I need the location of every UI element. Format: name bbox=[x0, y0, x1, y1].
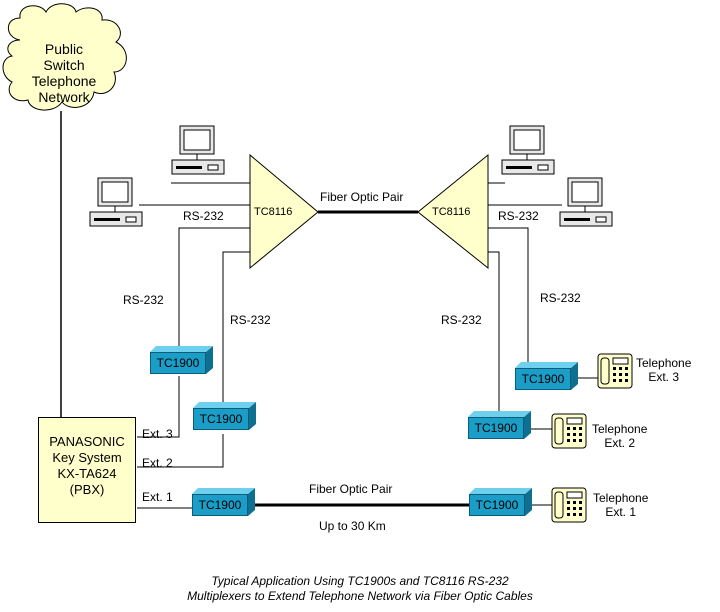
phone-name: Telephone bbox=[593, 491, 649, 505]
cloud-label-line: Network bbox=[38, 89, 90, 105]
computer-icon bbox=[171, 125, 225, 175]
ext1-label: Ext. 1 bbox=[142, 490, 173, 504]
cloud-label: Public Switch Telephone Network bbox=[18, 41, 110, 105]
cloud-label-line: Switch bbox=[43, 57, 85, 73]
converter-box-icon: TC1900 bbox=[469, 488, 532, 516]
fiber-bottom-label: Fiber Optic Pair bbox=[309, 482, 393, 496]
pbx-box: PANASONIC Key System KX-TA624 (PBX) bbox=[38, 417, 136, 523]
phone-label: Telephone Ext. 3 bbox=[636, 356, 691, 384]
converter-label: TC1900 bbox=[475, 498, 519, 512]
multiplexer-triangle-icon bbox=[249, 153, 319, 270]
phone-ext: Ext. 1 bbox=[605, 505, 637, 519]
fiber-top-label: Fiber Optic Pair bbox=[320, 190, 404, 204]
rs232-right-a-label: RS-232 bbox=[540, 291, 581, 305]
multiplexer-triangle-icon bbox=[417, 153, 489, 270]
phone-label: Telephone Ext. 1 bbox=[593, 491, 648, 519]
phone-name: Telephone bbox=[636, 356, 692, 370]
caption-line: Typical Application Using TC1900s and TC… bbox=[211, 574, 509, 588]
telephone-icon bbox=[597, 353, 633, 389]
caption-line: Multiplexers to Extend Telephone Network… bbox=[187, 589, 533, 603]
distance-label: Up to 30 Km bbox=[319, 519, 386, 533]
ext3-label: Ext. 3 bbox=[142, 427, 173, 441]
mux-right-label: TC8116 bbox=[432, 206, 471, 218]
cloud-label-line: Public bbox=[44, 41, 84, 57]
cloud-icon bbox=[2, 3, 127, 111]
converter-label: TC1900 bbox=[198, 498, 242, 512]
rs232-right-pc-label: RS-232 bbox=[498, 209, 539, 223]
rs232-right-b-label: RS-232 bbox=[441, 313, 482, 327]
mux-left-label: TC8116 bbox=[254, 206, 293, 218]
converter-label: TC1900 bbox=[521, 372, 565, 386]
pbx-label-line: (PBX) bbox=[69, 482, 105, 497]
converter-box-icon: TC1900 bbox=[192, 488, 255, 516]
pbx-label-line: PANASONIC bbox=[49, 434, 125, 449]
converter-label: TC1900 bbox=[474, 421, 518, 435]
converter-label: TC1900 bbox=[156, 356, 200, 370]
converter-label: TC1900 bbox=[199, 412, 243, 426]
rs232-left-b-label: RS-232 bbox=[230, 313, 271, 327]
computer-icon bbox=[89, 177, 143, 227]
computer-icon bbox=[501, 125, 555, 175]
phone-ext: Ext. 2 bbox=[604, 436, 636, 450]
computer-icon bbox=[559, 177, 613, 227]
converter-box-icon: TC1900 bbox=[468, 411, 531, 439]
cloud-label-line: Telephone bbox=[31, 73, 97, 89]
converter-box-icon: TC1900 bbox=[515, 362, 578, 390]
converter-box-icon: TC1900 bbox=[193, 402, 256, 430]
pbx-label: PANASONIC Key System KX-TA624 (PBX) bbox=[39, 434, 135, 498]
converter-box-icon: TC1900 bbox=[150, 346, 213, 374]
pbx-label-line: Key System bbox=[52, 450, 122, 465]
phone-ext: Ext. 3 bbox=[648, 370, 680, 384]
ext2-label: Ext. 2 bbox=[142, 456, 173, 470]
phone-name: Telephone bbox=[592, 422, 648, 436]
telephone-icon bbox=[551, 487, 587, 523]
rs232-left-pc-label: RS-232 bbox=[183, 209, 224, 223]
phone-label: Telephone Ext. 2 bbox=[592, 422, 647, 450]
rs232-left-a-label: RS-232 bbox=[123, 293, 164, 307]
pbx-label-line: KX-TA624 bbox=[57, 466, 117, 481]
telephone-icon bbox=[551, 413, 587, 449]
